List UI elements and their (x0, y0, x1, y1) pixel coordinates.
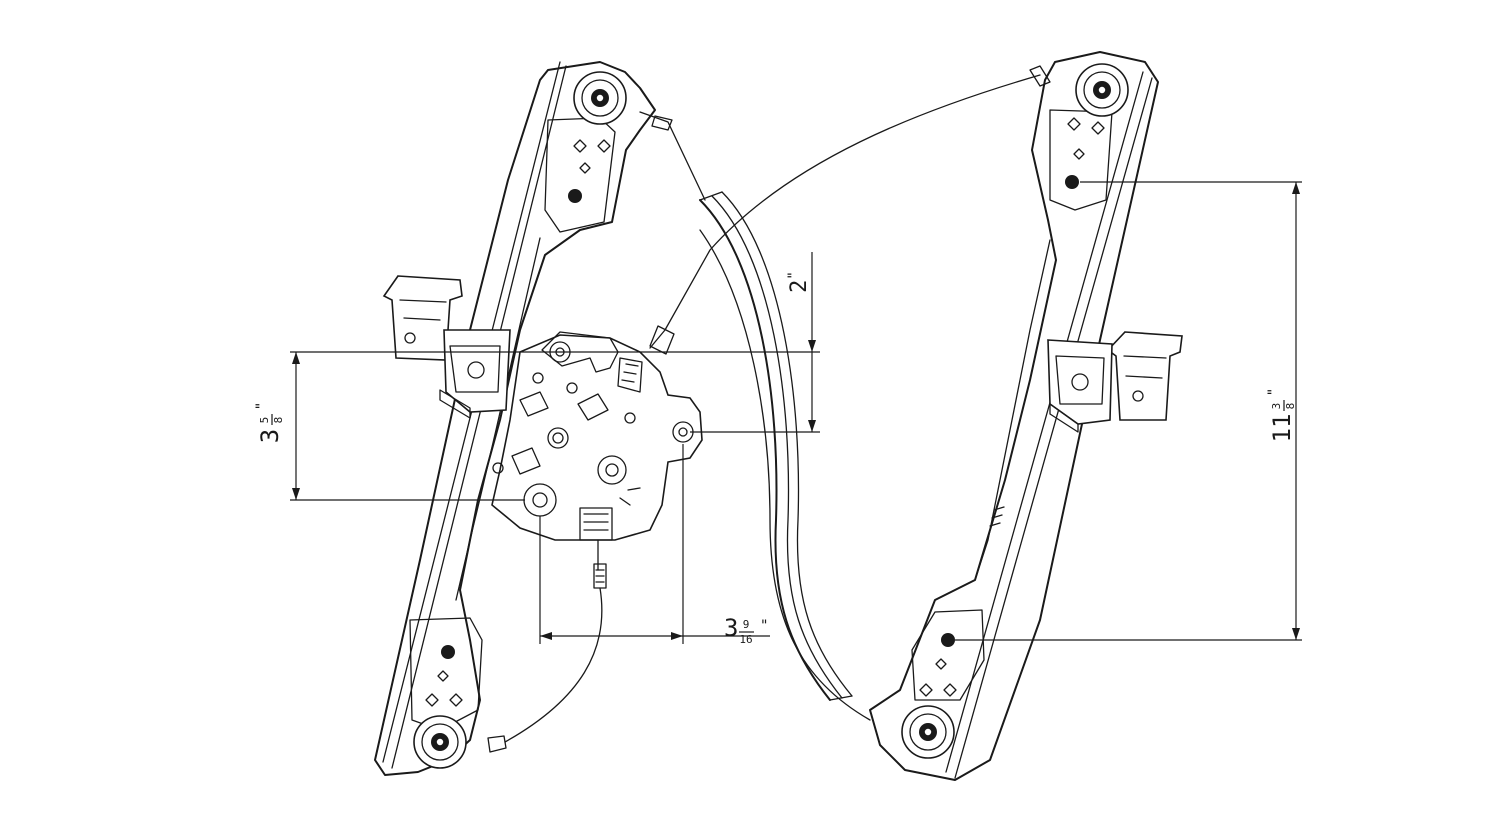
dim-3-9-16-whole: 3 (724, 614, 738, 642)
dim-3-5-8-unit: " (254, 402, 270, 410)
left-rail (374, 61, 656, 776)
right-bottom-pulley (901, 705, 955, 759)
dim-2-whole: 2 (787, 280, 812, 293)
dim-11-3-8-den: 8 (1284, 403, 1297, 410)
dim-3-5-8-den: 8 (272, 417, 285, 424)
dimension-3-9-16in (539, 444, 770, 644)
dim-3-9-16-num: 9 (743, 618, 750, 631)
left-bottom-pulley (413, 715, 467, 769)
right-rail (869, 51, 1159, 781)
motor-housing (491, 331, 703, 541)
dim-3-9-16-unit: " (760, 618, 768, 634)
left-glass-clip (382, 275, 511, 419)
right-top-fasteners (1065, 117, 1105, 189)
svg-text:2": 2" (786, 271, 812, 293)
cables (487, 65, 1051, 753)
dim-label-11-3-8: 11 3 8 " (1266, 388, 1297, 443)
left-bottom-fasteners (425, 645, 463, 707)
right-top-pulley (1075, 63, 1129, 117)
dim-11-3-8-unit: " (1266, 388, 1282, 396)
left-top-pulley (573, 71, 627, 125)
dim-3-5-8-num: 5 (258, 417, 271, 424)
dim-2-unit: " (786, 271, 802, 279)
dim-label-3-5-8: 3 5 8 " (254, 402, 285, 443)
dim-3-5-8-whole: 3 (256, 429, 284, 443)
dim-3-9-16-den: 16 (739, 633, 752, 646)
dim-11-3-8-num: 3 (1270, 403, 1283, 410)
dimension-3-5-8in (290, 351, 525, 501)
left-top-fasteners (568, 139, 611, 203)
dim-label-3-9-16: 3 9 16 " (724, 614, 768, 646)
dim-label-2: 2" (786, 271, 812, 293)
dimension-11-3-8in (955, 181, 1302, 641)
right-glass-clip (989, 331, 1183, 527)
guide-channel (699, 191, 871, 721)
right-bottom-fasteners (919, 633, 957, 697)
dim-11-3-8-whole: 11 (1268, 414, 1296, 443)
dimension-2in (500, 252, 820, 433)
